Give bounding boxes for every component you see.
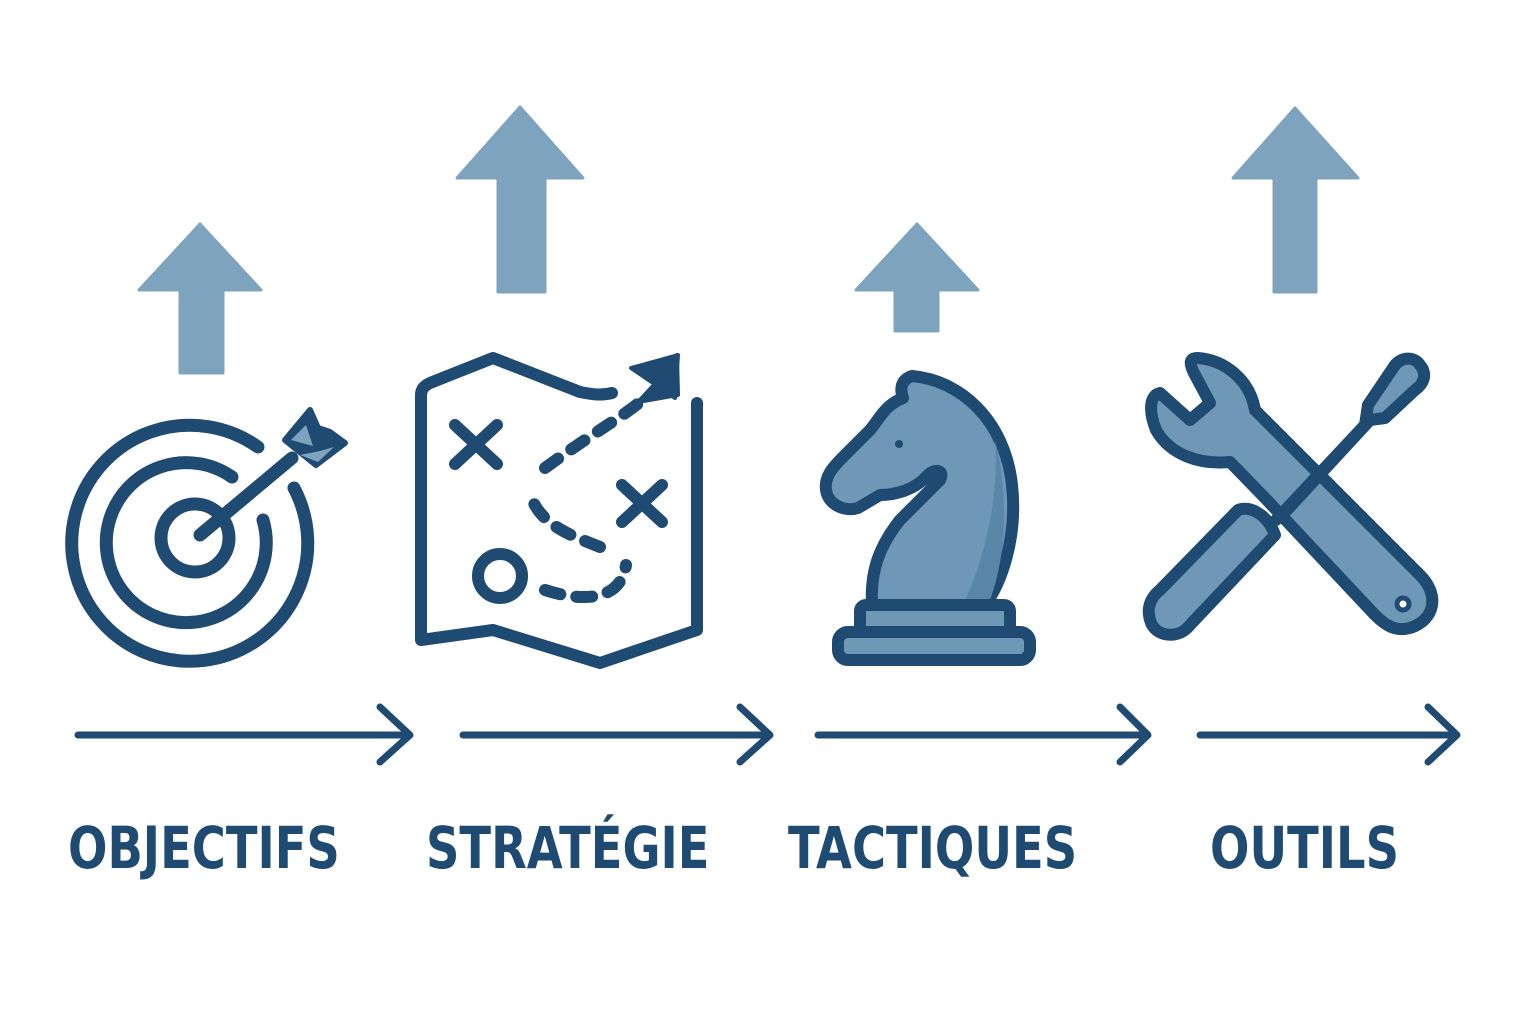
chess-knight-icon [819,370,1036,666]
up-arrows [137,105,1360,375]
flow-arrows [74,703,1461,766]
right-arrow-icon [74,703,414,766]
up-arrow-icon [455,105,585,294]
step-label-outils: OUTILS [1210,814,1400,882]
up-arrow-icon [137,222,263,375]
step-label-objectifs: OBJECTIFS [68,814,340,882]
up-arrow-icon [1231,106,1360,294]
right-arrow-icon [1196,703,1461,766]
map-icon [415,352,703,669]
step-label-strategie: STRATÉGIE [426,814,710,882]
step-label-tactiques: TACTIQUES [788,814,1078,882]
right-arrow-icon [814,703,1152,766]
target-icon [65,407,348,668]
up-arrow-icon [854,222,980,333]
tools-icon [1142,352,1439,641]
right-arrow-icon [459,703,774,766]
